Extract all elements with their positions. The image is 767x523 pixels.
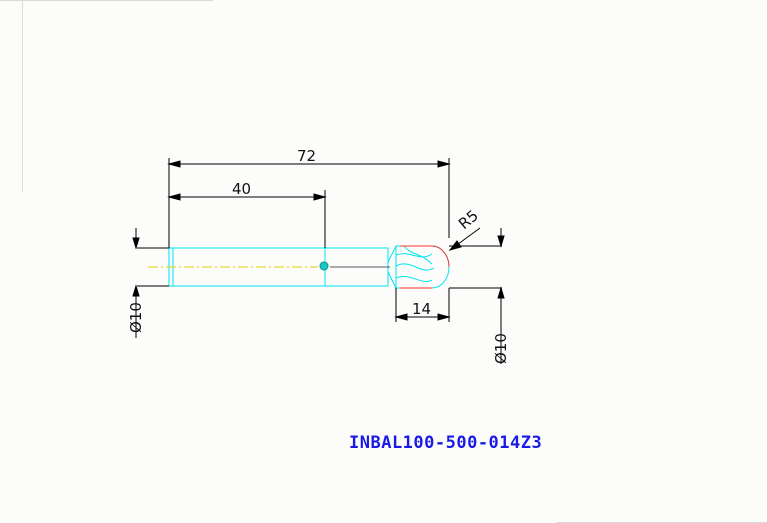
dimension-lines — [132, 158, 505, 364]
dim-overall-length: 72 — [297, 147, 316, 165]
tool-ball-nose — [431, 245, 450, 289]
part-number-label: INBAL100-500-014Z3 — [349, 433, 542, 453]
dim-shank-diameter: Ø10 — [127, 302, 145, 333]
dim-flute-length: 14 — [412, 300, 431, 318]
tool-cutting-edge — [400, 245, 450, 289]
tool-flute-helix — [395, 245, 435, 282]
dim-shank-length: 40 — [232, 180, 251, 198]
dim-tip-diameter: Ø10 — [492, 333, 510, 364]
center-marker — [319, 261, 329, 271]
